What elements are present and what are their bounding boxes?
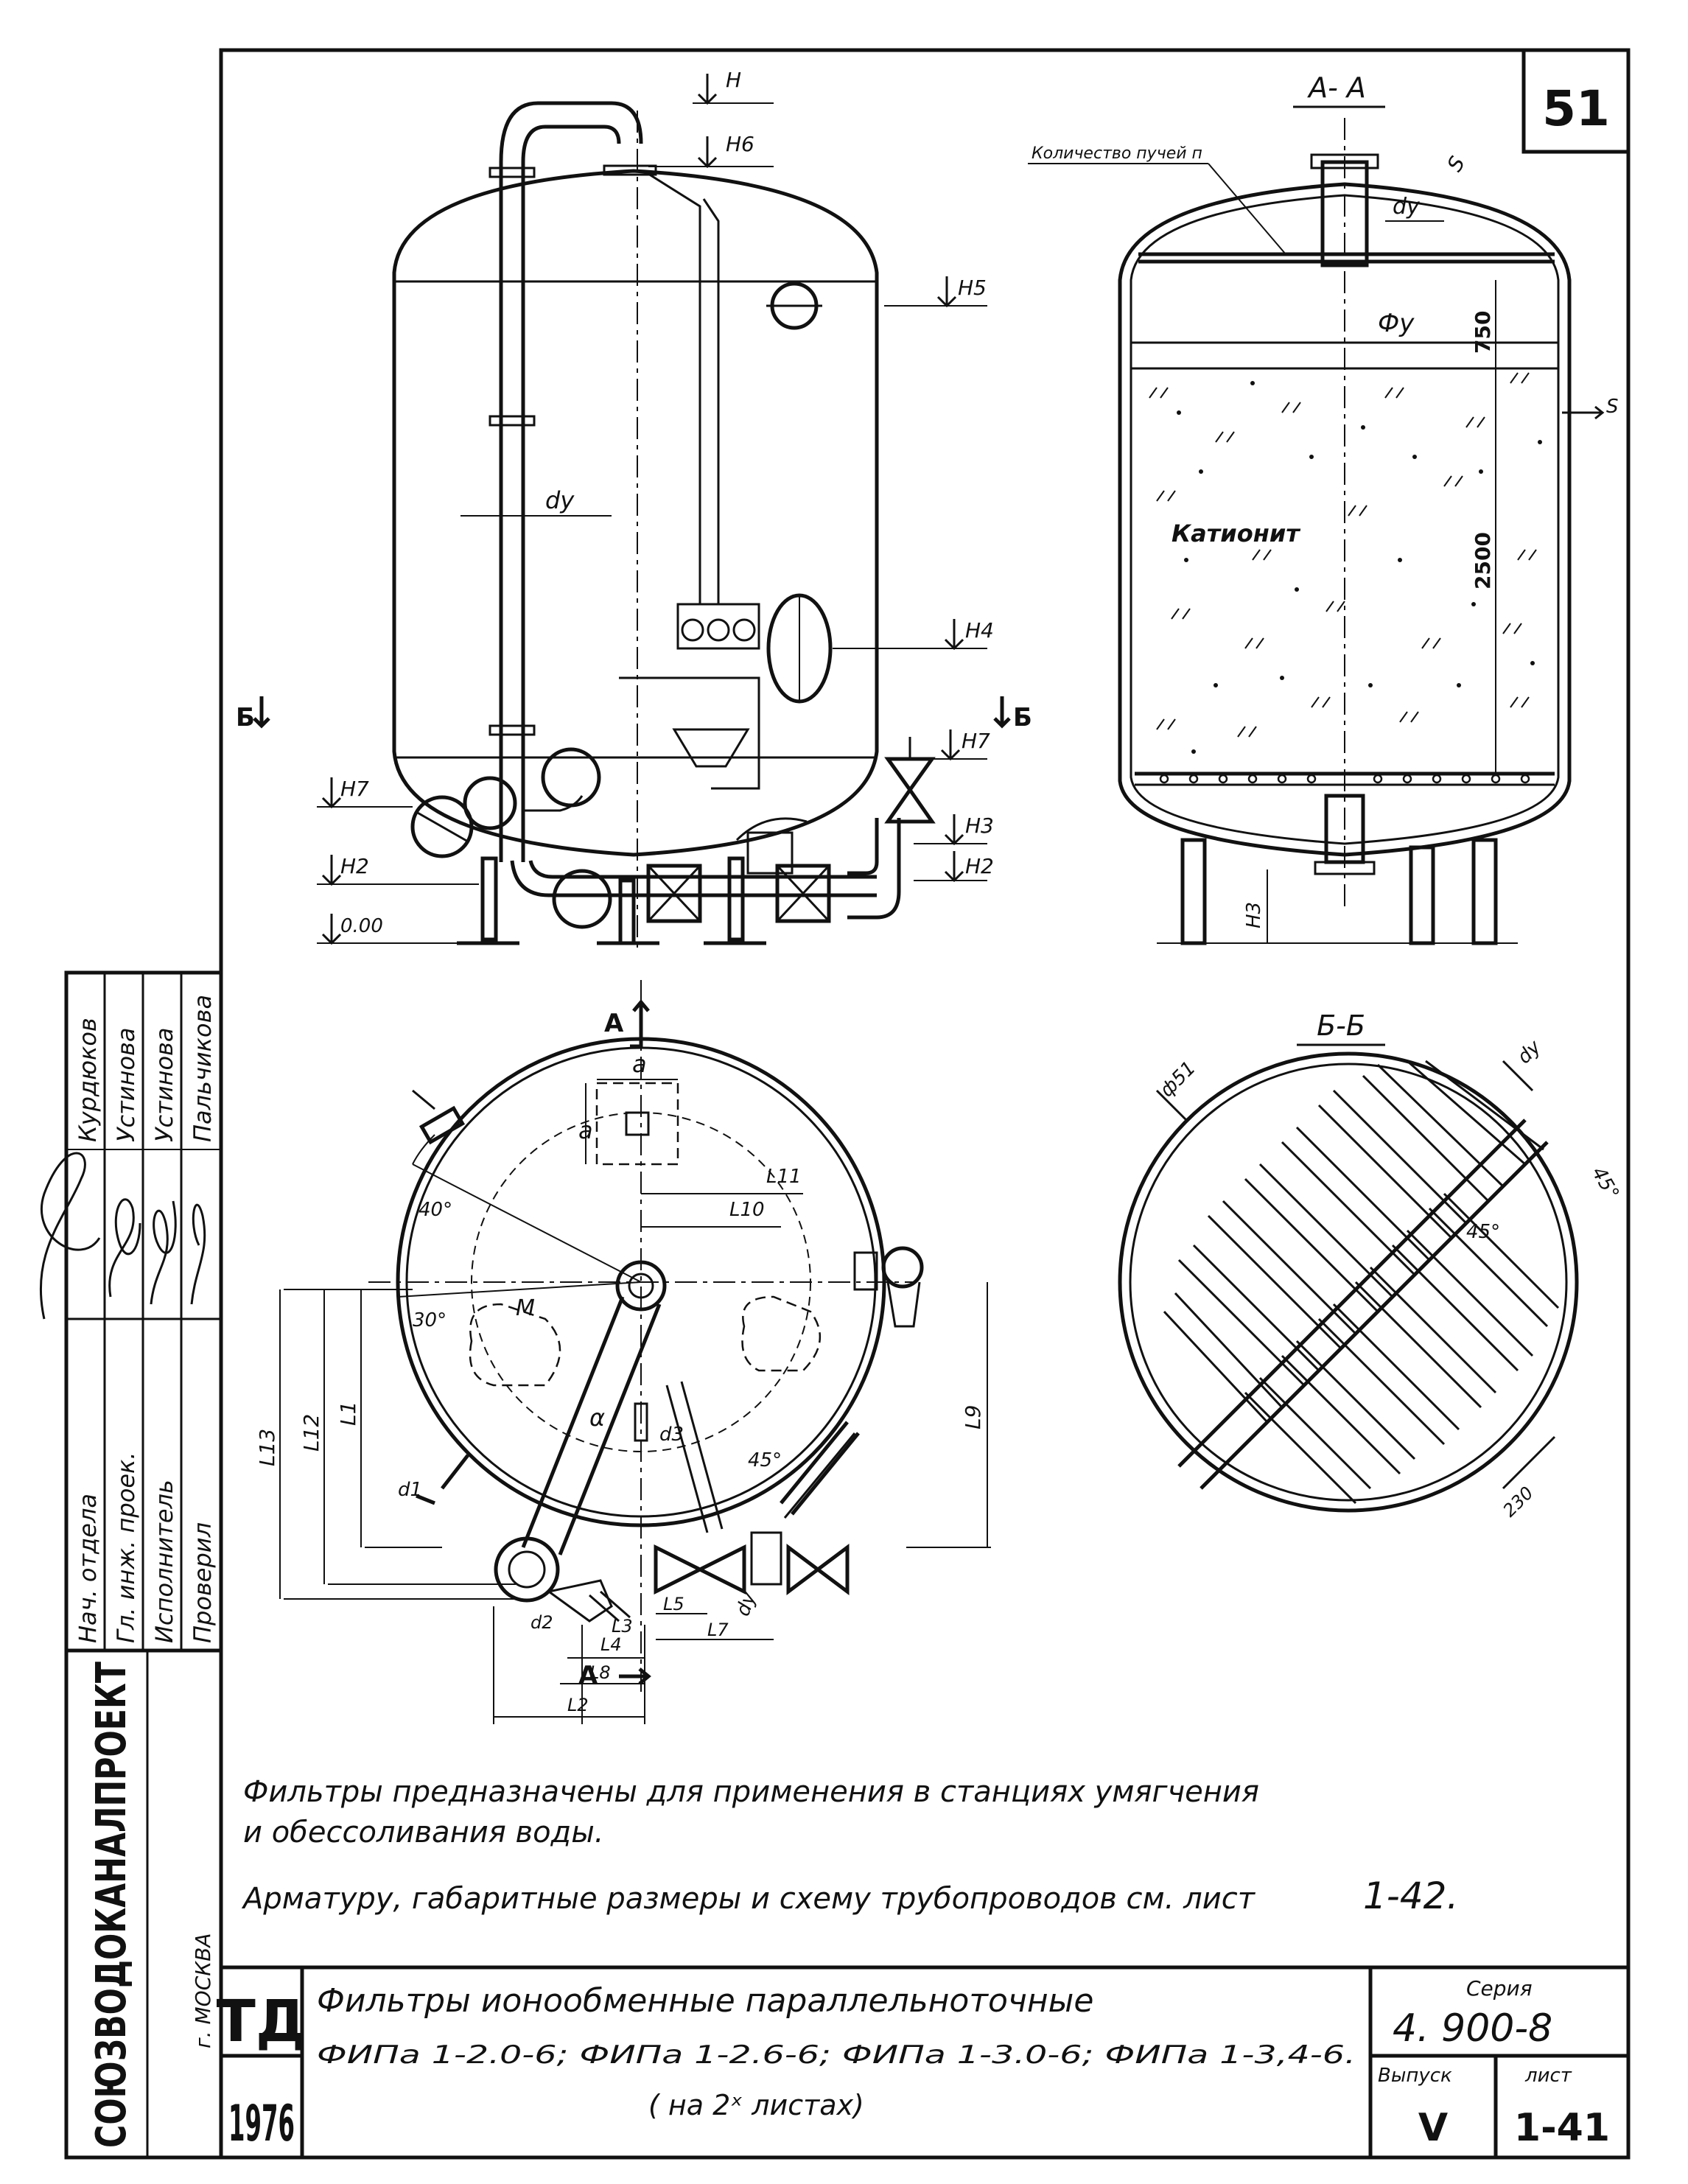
tb-code: ТД	[217, 1989, 307, 2055]
aa-dim-2500: 2500	[1471, 532, 1495, 589]
note-line3-ref: 1-42.	[1363, 1875, 1458, 1917]
note-line2: и обессоливания воды.	[243, 1816, 604, 1849]
tb-sheet-label: лист	[1524, 2065, 1572, 2087]
front-dy: dу	[545, 486, 575, 514]
title-block: ТД 1976 Фильтры ионообменные параллельно…	[217, 1965, 1628, 2157]
sig-name-3: Устинова	[150, 1028, 178, 1143]
tb-sheet-value: 1-41	[1514, 2106, 1610, 2150]
sig-role-2: Гл. инж. проек.	[112, 1452, 140, 1643]
plan-L8: L8	[589, 1662, 611, 1683]
elev-H2-right: Н2	[965, 854, 994, 878]
org-city: г. МОСКВА	[191, 1933, 215, 2048]
elev-H7-right: Н7	[962, 729, 990, 753]
plan-L3: L3	[612, 1616, 633, 1637]
elevation-marks: Н Н6 Н5 Н4 Н7 Н3 Н2	[317, 68, 994, 945]
plan-a-top: А	[604, 1009, 624, 1038]
plan-L7: L7	[707, 1620, 729, 1640]
page-number: 51	[1542, 80, 1610, 137]
elev-H4: Н4	[965, 618, 994, 643]
laterals	[1163, 1060, 1560, 1505]
sig-role-4: Проверил	[189, 1522, 217, 1643]
section-aa-title: А- А	[1306, 71, 1366, 104]
sig-name-2: Устинова	[112, 1028, 140, 1143]
org-name: СОЮЗВОДОКАНАЛПРОЕКТ	[88, 1662, 136, 2148]
aa-s-side: S	[1606, 396, 1619, 418]
note-line3: Арматуру, габаритные размеры и схему тру…	[241, 1882, 1256, 1916]
plan-L12: L12	[299, 1414, 323, 1452]
collector-holes	[1159, 774, 1530, 784]
plan-d3: d3	[659, 1424, 684, 1446]
tb-year: 1976	[228, 2095, 295, 2153]
plan-L5: L5	[663, 1594, 684, 1614]
plan-L4: L4	[600, 1634, 622, 1655]
plan-dy: dу	[732, 1589, 760, 1620]
aa-nozzles: Количество пучей п	[1032, 144, 1202, 163]
elev-H6: Н6	[726, 132, 754, 156]
handwritten-signatures	[39, 1152, 206, 1320]
plan-a-dim-left: а	[578, 1116, 593, 1144]
elev-zero: 0.00	[340, 915, 383, 937]
bb-dim-230: 230	[1499, 1483, 1537, 1521]
elev-H7-left: Н7	[340, 777, 369, 801]
plan-L2: L2	[567, 1695, 589, 1715]
section-aa: А- А	[1028, 71, 1619, 945]
notes: Фильтры предназначены для применения в с…	[241, 1775, 1458, 1917]
aa-diameter: Фу	[1378, 309, 1415, 338]
plan-angle-45: 45°	[748, 1449, 782, 1471]
plan-angle-40: 40°	[419, 1199, 452, 1221]
bb-angle-45-a: 45°	[1587, 1163, 1623, 1204]
tb-issue-label: Выпуск	[1378, 2065, 1452, 2087]
aa-dy: dу	[1393, 194, 1421, 220]
tb-series-label: Серия	[1466, 1976, 1533, 2001]
plan-view: А А а а L11 L10 40° 30° 45° М α d3	[255, 980, 991, 1724]
tb-title-line1: Фильтры ионообменные параллельноточные	[317, 1982, 1093, 2020]
aa-s-top: S	[1442, 153, 1469, 176]
plan-L9: L9	[961, 1405, 985, 1429]
sig-name-4: Пальчикова	[189, 995, 217, 1142]
sig-role-1: Нач. отдела	[74, 1494, 102, 1643]
plan-M: М	[516, 1295, 535, 1321]
tb-title-line2: ФИПа 1-2.0-6; ФИПа 1-2.6-6; ФИПа 1-3.0-6…	[317, 2040, 1356, 2070]
plan-d2: d2	[530, 1612, 553, 1633]
aa-dim-750: 750	[1471, 311, 1495, 354]
plan-a-dim-top: а	[632, 1050, 647, 1078]
signature-strip: Нач. отдела Гл. инж. проек. Исполнитель …	[39, 970, 223, 2160]
elev-H5: Н5	[958, 276, 987, 300]
bb-dy: dу	[1513, 1036, 1546, 1068]
plan-alpha: α	[589, 1404, 605, 1432]
front-view: Н Н6 Н5 Н4 Н7 Н3 Н2	[236, 68, 1032, 951]
plan-L13: L13	[255, 1429, 279, 1466]
resin-dots	[1177, 381, 1542, 754]
plan-L10: L10	[729, 1199, 765, 1221]
section-bb: Б-Б ф51 dу 45° 45° 230	[1118, 1009, 1623, 1521]
sig-role-3: Исполнитель	[150, 1480, 178, 1643]
resin-texture	[1149, 372, 1537, 738]
aa-media: Катионит	[1172, 519, 1301, 547]
elev-H3: Н3	[965, 813, 994, 838]
note-line1: Фильтры предназначены для применения в с…	[243, 1775, 1259, 1809]
plan-angle-30: 30°	[413, 1309, 446, 1331]
cut-b-right: Б	[1013, 703, 1032, 732]
elev-H2-left: Н2	[340, 854, 369, 878]
tb-series-value: 4. 900-8	[1393, 2006, 1552, 2051]
plan-d1: d1	[398, 1479, 422, 1501]
tb-title-line3: ( на 2ˣ листах)	[648, 2089, 864, 2121]
bb-angle-45-b: 45°	[1466, 1221, 1500, 1243]
elev-H: Н	[726, 68, 741, 92]
aa-h3: Н3	[1243, 902, 1265, 928]
plan-L11: L11	[766, 1166, 802, 1188]
section-bb-title: Б-Б	[1317, 1009, 1365, 1042]
plan-L1: L1	[336, 1401, 360, 1426]
cut-b-left: Б	[236, 703, 255, 732]
sig-name-1: Курдюков	[74, 1018, 102, 1142]
tb-issue-value: V	[1418, 2106, 1448, 2150]
